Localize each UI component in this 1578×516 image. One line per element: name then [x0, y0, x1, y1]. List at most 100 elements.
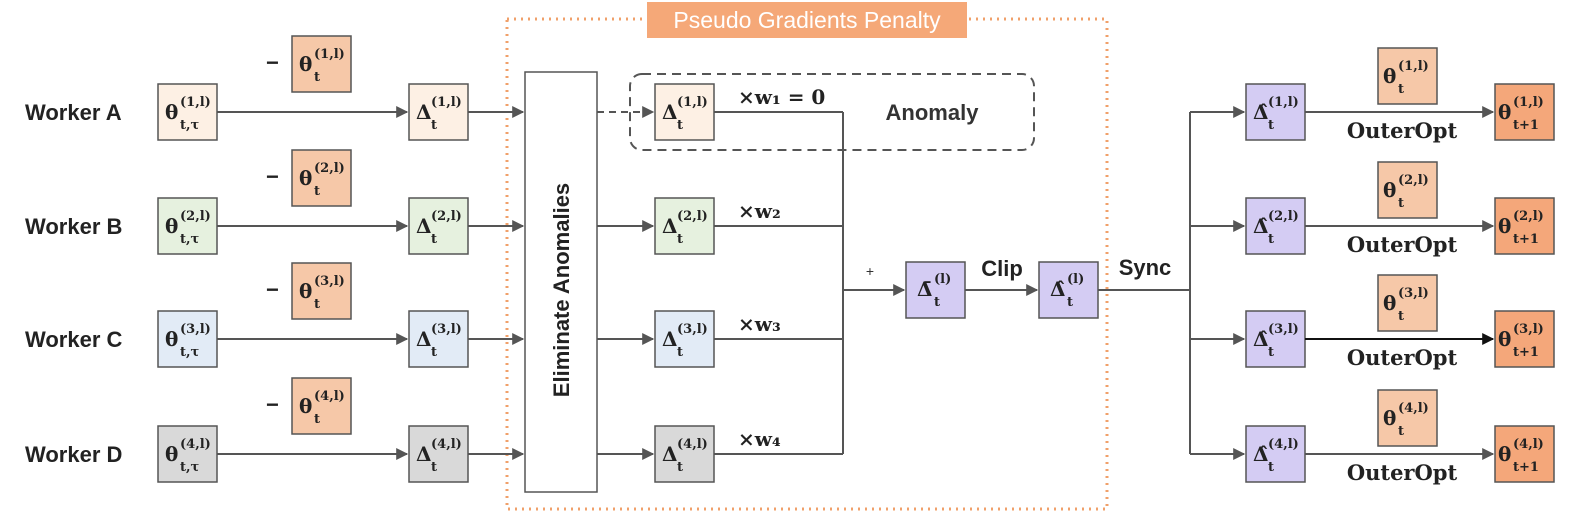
local-theta-subscript: t,τ [180, 345, 200, 360]
filtered-delta-symbol: Δ [662, 442, 678, 466]
prev-theta-superscript: (4,l) [314, 389, 345, 404]
outer-theta-superscript: (4,l) [1398, 401, 1429, 416]
mean-delta-box [905, 261, 966, 319]
updated-theta-box [1494, 425, 1555, 483]
local-theta-subscript: t,τ [180, 460, 200, 475]
prev-theta-subscript: t [314, 70, 320, 85]
synced-delta-subscript: t [1268, 232, 1274, 247]
prev-theta-symbol: θ [299, 166, 312, 190]
worker-delta-symbol: Δ [416, 327, 432, 351]
updated-theta-box [1494, 197, 1555, 255]
outer-opt-label: OuterOpt [1347, 232, 1458, 257]
synced-delta-symbol: Δ̂ [1253, 327, 1269, 351]
eliminate-anomalies-box [524, 71, 598, 493]
updated-theta-symbol: θ [1498, 442, 1511, 466]
local-theta-subscript: t,τ [180, 232, 200, 247]
local-theta-superscript: (2,l) [180, 209, 211, 224]
updated-theta-symbol: θ [1498, 327, 1511, 351]
outer-theta-symbol: θ [1383, 64, 1396, 88]
weight-label: ×w₁ = 0 [738, 85, 825, 109]
outer-theta-symbol: θ [1383, 178, 1396, 202]
updated-theta-superscript: (2,l) [1513, 209, 1544, 224]
outer-opt-label: OuterOpt [1347, 460, 1458, 485]
worker-delta-superscript: (1,l) [431, 95, 462, 110]
prev-theta-box [291, 377, 352, 435]
prev-theta-box [291, 262, 352, 320]
updated-theta-superscript: (1,l) [1513, 95, 1544, 110]
prev-theta-superscript: (1,l) [314, 47, 345, 62]
minus-sign: − [266, 50, 279, 75]
worker-delta-box [408, 83, 469, 141]
worker-delta-subscript: t [431, 345, 437, 360]
synced-delta-symbol: Δ̂ [1253, 214, 1269, 238]
worker-delta-box [408, 197, 469, 255]
updated-theta-symbol: θ [1498, 214, 1511, 238]
updated-theta-superscript: (3,l) [1513, 322, 1544, 337]
synced-delta-superscript: (1,l) [1268, 95, 1299, 110]
anomaly-box [629, 73, 1035, 151]
outer-theta-superscript: (1,l) [1398, 59, 1429, 74]
local-theta-symbol: θ [165, 100, 178, 124]
prev-theta-box [291, 149, 352, 207]
outer-theta-box [1377, 389, 1438, 447]
eliminate-anomalies-label: Eliminate Anomalies [549, 183, 574, 397]
worker-delta-superscript: (3,l) [431, 322, 462, 337]
outer-theta-subscript: t [1398, 196, 1404, 211]
local-theta-superscript: (1,l) [180, 95, 211, 110]
updated-theta-subscript: t+1 [1513, 232, 1539, 247]
prev-theta-subscript: t [314, 184, 320, 199]
worker-delta-superscript: (2,l) [431, 209, 462, 224]
outer-theta-box [1377, 274, 1438, 332]
prev-theta-subscript: t [314, 412, 320, 427]
worker-delta-subscript: t [431, 460, 437, 475]
filtered-delta-subscript: t [677, 232, 683, 247]
local-theta-symbol: θ [165, 214, 178, 238]
updated-theta-subscript: t+1 [1513, 460, 1539, 475]
filtered-delta-box [654, 197, 715, 255]
worker-delta-symbol: Δ [416, 214, 432, 238]
weight-label: ×w₄ [738, 427, 781, 451]
title-banner [647, 2, 967, 38]
mean-delta-superscript: (l) [934, 272, 951, 287]
clipped-delta-subscript: t [1067, 295, 1073, 310]
filtered-delta-box [654, 83, 715, 141]
outer-opt-label: OuterOpt [1347, 345, 1458, 370]
outer-theta-superscript: (2,l) [1398, 173, 1429, 188]
filtered-delta-subscript: t [677, 345, 683, 360]
worker-delta-symbol: Δ [416, 100, 432, 124]
anomaly-label: Anomaly [886, 100, 980, 125]
worker-delta-superscript: (4,l) [431, 437, 462, 452]
prev-theta-superscript: (3,l) [314, 274, 345, 289]
worker-name: Worker D [25, 442, 122, 467]
outer-theta-box [1377, 161, 1438, 219]
local-theta-symbol: θ [165, 442, 178, 466]
worker-delta-subscript: t [431, 232, 437, 247]
minus-sign: − [266, 392, 279, 417]
local-theta-box [157, 310, 218, 368]
prev-theta-symbol: θ [299, 279, 312, 303]
outer-theta-subscript: t [1398, 82, 1404, 97]
filtered-delta-superscript: (2,l) [677, 209, 708, 224]
outer-theta-symbol: θ [1383, 406, 1396, 430]
synced-delta-symbol: Δ̂ [1253, 442, 1269, 466]
updated-theta-subscript: t+1 [1513, 345, 1539, 360]
clipped-delta-superscript: (l) [1067, 272, 1084, 287]
worker-delta-box [408, 310, 469, 368]
worker-name: Worker A [25, 100, 122, 125]
filtered-delta-symbol: Δ [662, 100, 678, 124]
outer-theta-box [1377, 47, 1438, 105]
mean-delta-subscript: t [934, 295, 940, 310]
local-theta-symbol: θ [165, 327, 178, 351]
outer-theta-superscript: (3,l) [1398, 286, 1429, 301]
outer-theta-subscript: t [1398, 424, 1404, 439]
updated-theta-symbol: θ [1498, 100, 1511, 124]
outer-theta-symbol: θ [1383, 291, 1396, 315]
local-theta-box [157, 197, 218, 255]
filtered-delta-superscript: (3,l) [677, 322, 708, 337]
